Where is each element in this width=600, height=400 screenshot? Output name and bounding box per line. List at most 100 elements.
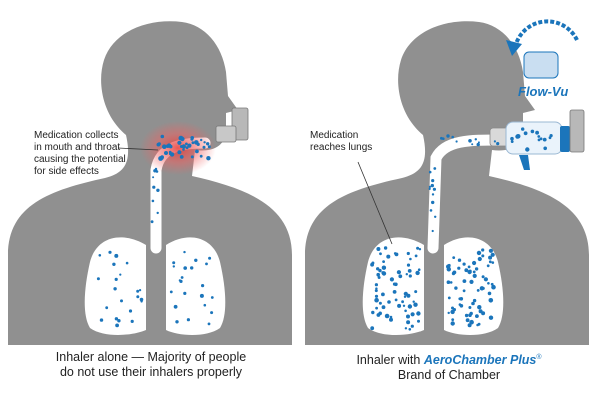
left-lung-right (166, 237, 226, 335)
medication-particle (417, 319, 420, 323)
medication-particle (371, 310, 375, 315)
right-callout-leader (357, 161, 393, 245)
medication-particle (428, 187, 431, 190)
medication-particle (114, 277, 118, 281)
right-callout-text: Medication reaches lungs (310, 130, 400, 154)
medication-particle (464, 313, 469, 318)
flow-vu-indicator (506, 19, 579, 79)
medication-particle (194, 258, 198, 262)
medication-particle (99, 318, 104, 322)
medication-particle (136, 295, 140, 299)
medication-particle (105, 306, 109, 310)
medication-particle (179, 155, 184, 159)
medication-particle (205, 262, 208, 266)
medication-particle (392, 290, 397, 294)
medication-particle (128, 309, 133, 313)
medication-particle (190, 137, 194, 141)
medication-particle (114, 253, 119, 258)
medication-particle (172, 261, 176, 265)
medication-particle (160, 134, 165, 139)
medication-particle (457, 266, 461, 270)
right-lung-right (444, 237, 504, 335)
medication-particle (467, 323, 472, 328)
medication-particle (429, 209, 433, 212)
medication-particle (447, 296, 451, 300)
medication-particle (392, 282, 397, 286)
medication-particle (447, 311, 450, 315)
medication-particle (156, 142, 161, 147)
medication-particle (543, 146, 547, 151)
medication-particle (112, 262, 116, 266)
medication-particle (496, 142, 500, 146)
medication-particle (455, 140, 458, 143)
medication-particle (160, 156, 164, 160)
medication-particle (488, 255, 493, 260)
medication-particle (113, 287, 117, 291)
medication-particle (468, 313, 472, 318)
medication-particle (408, 328, 412, 331)
medication-particle (370, 326, 375, 331)
medication-particle (404, 309, 407, 313)
left-callout-text: Medication collects in mouth and throat … (34, 130, 144, 178)
medication-particle (412, 300, 415, 303)
right-figure (305, 19, 589, 345)
medication-particle (115, 323, 119, 328)
medication-particle (515, 134, 521, 139)
medication-particle (152, 176, 155, 179)
medication-particle (472, 273, 477, 278)
medication-particle (199, 293, 204, 298)
right-caption-line1: Inhaler with AeroChamber Plus® (318, 350, 580, 368)
medication-particle (417, 268, 421, 272)
medication-particle (152, 185, 156, 189)
left-callout-line: causing the potential (34, 154, 126, 165)
left-callout-leader (117, 147, 159, 151)
medication-particle (510, 136, 514, 141)
medication-particle (394, 298, 398, 302)
flow-vu-label: Flow-Vu (518, 84, 569, 99)
medication-particle (384, 313, 390, 319)
medication-particle (389, 277, 394, 282)
registered-mark: ® (536, 354, 542, 361)
medication-particle (186, 318, 190, 322)
left-figure (8, 21, 292, 345)
medication-particle (375, 306, 378, 310)
right-callout-line: reaches lungs (310, 142, 373, 153)
medication-particle (428, 170, 432, 174)
medication-particle (405, 273, 408, 276)
medication-particle (194, 140, 199, 145)
medication-particle (431, 200, 435, 205)
medication-particle (187, 143, 192, 148)
medication-particle (382, 260, 385, 263)
medication-particle (477, 305, 482, 310)
medication-particle (491, 261, 495, 264)
medication-particle (190, 266, 194, 270)
medication-particle (452, 270, 457, 275)
medication-particle (389, 317, 393, 322)
medication-particle (381, 271, 387, 276)
medication-particle (454, 286, 458, 290)
medication-particle (151, 199, 155, 203)
medication-particle (452, 256, 456, 259)
medication-particle (387, 300, 391, 304)
medication-particle (487, 282, 490, 285)
medication-particle (376, 272, 381, 277)
medication-particle (190, 155, 194, 159)
medication-particle (203, 141, 206, 144)
medication-particle (180, 136, 185, 142)
medication-particle (446, 134, 450, 138)
medication-particle (446, 267, 451, 272)
left-caption-line2: do not use their inhalers properly (59, 365, 243, 379)
medication-particle (150, 220, 154, 224)
brand-name: AeroChamber Plus (423, 353, 537, 368)
medication-particle (410, 312, 415, 317)
medication-particle (472, 270, 476, 274)
medication-particle (117, 319, 121, 323)
medication-particle (408, 274, 412, 278)
medication-particle (431, 179, 435, 183)
medication-particle (378, 268, 382, 273)
left-caption: Inhaler alone — Majority of people do no… (20, 350, 282, 380)
right-particles (370, 127, 553, 331)
medication-particle (183, 291, 187, 295)
medication-particle (202, 145, 206, 149)
medication-particle (114, 317, 119, 321)
